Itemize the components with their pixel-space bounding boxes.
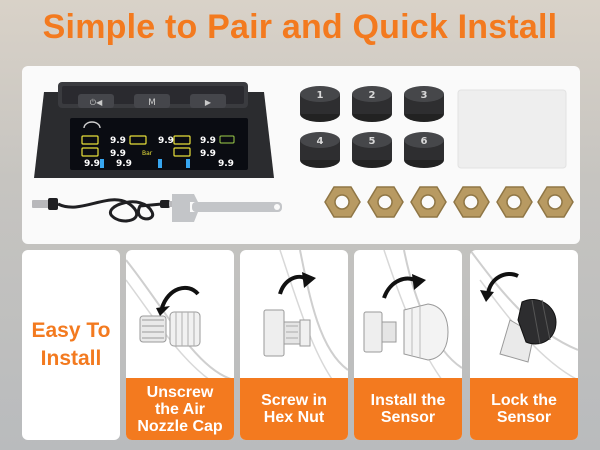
step-4-label-line2: Sensor [496, 409, 552, 426]
monitor-button-mode[interactable] [134, 94, 170, 108]
step-2-label-line1: Screw in [261, 392, 327, 409]
easy-install-line1: Easy To [31, 319, 111, 342]
step-2-label: Screw in Hex Nut [240, 378, 348, 440]
step-1-label-line2: the Air [154, 400, 206, 418]
hex-nut-6 [537, 186, 574, 218]
page-headline: Simple to Pair and Quick Install [42, 8, 558, 46]
step-4-illustration [470, 250, 578, 381]
screen-unit-label: Bar [142, 150, 153, 157]
step-4-label: Lock the Sensor [470, 378, 578, 440]
sensor-6: 6 [404, 132, 444, 168]
sensor-5: 5 [352, 132, 392, 168]
step-1-label: Unscrew the Air Nozzle Cap [126, 378, 234, 440]
screen-reading-8: 9.9 [218, 159, 234, 169]
screen-reading-3: 9.9 [200, 136, 216, 146]
kit-contents-panel: ⏻◀ M ▶ 9.9 9.9 9.9 9.9 9.9 9.9 9.9 9.9 B… [22, 66, 580, 244]
screen-reading-1: 9.9 [110, 136, 126, 146]
sensor-5-number: 5 [369, 136, 376, 147]
monitor-button-next[interactable] [190, 94, 226, 108]
hex-nut-4 [453, 186, 490, 218]
sensor-1: 1 [300, 86, 340, 122]
install-steps-row: Easy To Install Unscrew the Air Nozzle C… [22, 250, 580, 442]
sensor-4: 4 [300, 132, 340, 168]
screen-reading-5: 9.9 [200, 149, 216, 159]
sensor-6-number: 6 [421, 136, 428, 147]
wrench-tool [172, 194, 282, 222]
monitor-screen [70, 118, 248, 170]
sensor-3: 3 [404, 86, 444, 122]
hex-nut-2 [367, 186, 404, 218]
step-3-label-line2: Sensor [380, 409, 436, 426]
step-1-label-line3: Nozzle Cap [137, 417, 223, 435]
step-3-label: Install the Sensor [354, 378, 462, 440]
hex-nut-1 [324, 186, 361, 218]
screen-reading-7: 9.9 [116, 159, 132, 169]
monitor-button-power[interactable] [78, 94, 114, 108]
step-screw-hex-nut: Screw in Hex Nut [240, 250, 348, 440]
step-4-label-line1: Lock the [491, 392, 557, 409]
step-lock-sensor: Lock the Sensor [470, 250, 578, 440]
step-2-label-line2: Hex Nut [263, 409, 325, 426]
sensor-2: 2 [352, 86, 392, 122]
sensor-1-number: 1 [317, 90, 324, 101]
screen-reading-4: 9.9 [110, 149, 126, 159]
step-1-label-line1: Unscrew [146, 383, 214, 401]
step-2-illustration [263, 250, 348, 391]
usb-cable [32, 198, 177, 223]
hex-nut-5 [496, 186, 533, 218]
hex-nut-3 [410, 186, 447, 218]
monitor-button-power-label: ⏻◀ [90, 98, 103, 107]
hex-nut-group [324, 186, 574, 218]
easy-install-card: Easy To Install [22, 250, 120, 440]
rotate-arrow-icon [160, 285, 200, 309]
step-unscrew-cap: Unscrew the Air Nozzle Cap [126, 250, 234, 440]
step-3-label-line1: Install the [370, 392, 446, 409]
step-install-sensor: Install the Sensor [354, 250, 462, 440]
adhesive-pad [457, 89, 567, 169]
sensor-group: 1 2 3 4 [300, 86, 444, 168]
step-1-illustration [126, 259, 234, 391]
sensor-4-number: 4 [317, 136, 324, 147]
sensor-3-number: 3 [421, 90, 428, 101]
tpms-monitor: ⏻◀ M ▶ 9.9 9.9 9.9 9.9 9.9 9.9 9.9 9.9 B… [34, 82, 274, 178]
easy-install-line2: Install [40, 347, 102, 370]
rotate-arrow-icon [486, 272, 519, 295]
monitor-button-next-label: ▶ [205, 98, 212, 107]
screen-reading-6: 9.9 [84, 159, 100, 169]
kit-illustration: ⏻◀ M ▶ 9.9 9.9 9.9 9.9 9.9 9.9 9.9 9.9 B… [32, 82, 574, 223]
sensor-2-number: 2 [369, 90, 376, 101]
monitor-button-mode-label: M [148, 98, 156, 108]
screen-reading-2: 9.9 [158, 136, 174, 146]
